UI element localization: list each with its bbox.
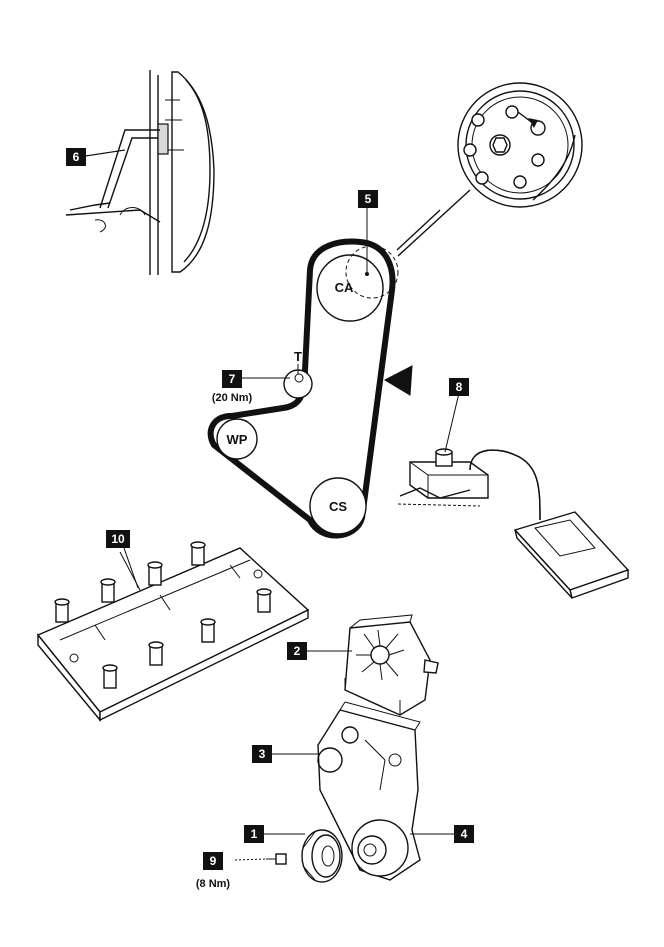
water-pump-pulley [216,418,258,460]
timing-belt [207,238,396,539]
svg-text:1: 1 [251,827,258,841]
svg-text:4: 4 [461,827,468,841]
cylinder-head-cover [36,541,310,722]
crankshaft-label: CS [329,499,347,514]
callout-2: 2 [287,642,307,660]
belt-tension-gauge [397,448,630,599]
svg-text:6: 6 [73,150,80,164]
callout-1: 1 [244,825,264,843]
callout-4: 4 [454,825,474,843]
pulley-bolt [234,853,287,865]
magnify-circle [345,245,399,299]
svg-text:10: 10 [111,532,125,546]
svg-text:2: 2 [294,644,301,658]
water-pump-label: WP [227,432,248,447]
svg-text:5: 5 [365,192,372,206]
leader-lines [85,149,460,835]
callout-8: 8 [449,378,469,396]
lower-timing-cover [317,701,421,881]
svg-text:8: 8 [456,380,463,394]
camshaft-label: CA [335,280,354,295]
tensioner-label: T [294,349,302,364]
svg-text:7: 7 [229,372,236,386]
upper-timing-cover [344,614,439,716]
camshaft-detail-magnified [396,82,583,257]
svg-text:9: 9 [210,854,217,868]
tensioner-torque: (20 Nm) [212,392,253,404]
callout-6: 6 [66,148,86,166]
callout-7: 7 [222,370,242,388]
crankshaft-pulley [309,477,367,535]
callout-3: 3 [252,745,272,763]
svg-text:3: 3 [259,747,266,761]
crankshaft-pulley-part [301,829,343,883]
bolt-torque: (8 Nm) [196,878,231,890]
callout-5: 5 [358,190,378,208]
callout-10: 10 [106,530,130,548]
direction-arrow-icon [383,365,413,396]
timing-belt-layout: CA T WP CS [207,210,413,539]
callout-9: 9 [203,852,223,870]
timing-cover-detail [65,70,215,275]
